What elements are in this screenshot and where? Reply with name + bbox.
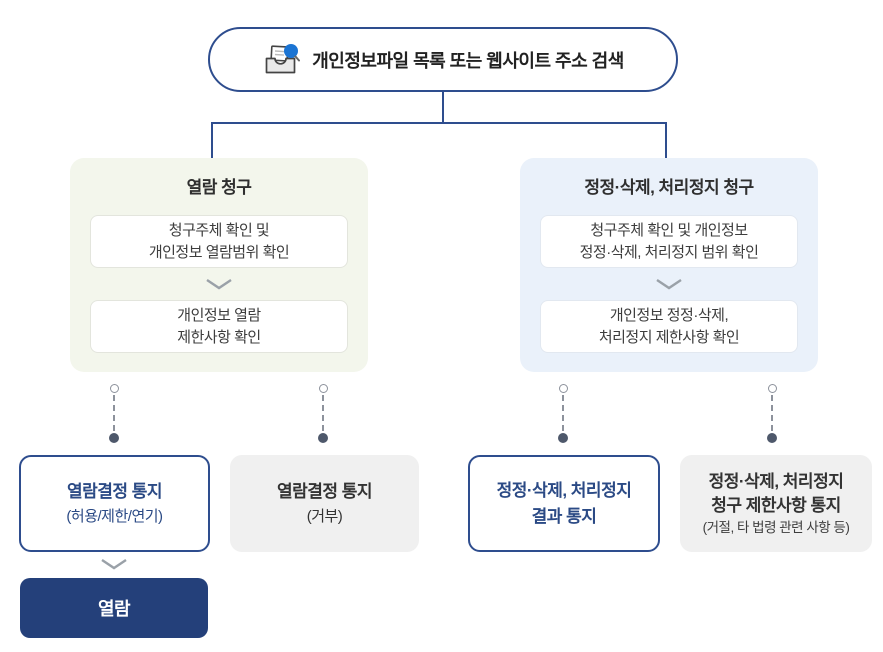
step-line: 개인정보 정정·삭제, [609, 306, 729, 324]
outcome-view-decision-denied: 열람결정 통지 (거부) [230, 455, 419, 552]
panel-title: 열람 청구 [186, 178, 252, 197]
search-node: 개인정보파일 목록 또는 웹사이트 주소 검색 [208, 27, 678, 92]
step-line: 처리정지 제한사항 확인 [598, 328, 740, 346]
chevron-down-icon [101, 559, 127, 570]
step-box: 청구주체 확인 및 개인정보 열람범위 확인 [90, 215, 348, 268]
dashed-connector [764, 384, 780, 444]
document-search-icon [265, 43, 301, 73]
step-box: 개인정보 열람 제한사항 확인 [90, 300, 348, 353]
outcome-note: (허용/제한/연기) [66, 507, 163, 525]
connector-left-vertical [211, 122, 213, 160]
outcome-title: 정정·삭제, 처리정지 [496, 480, 632, 500]
step-line: 개인정보 열람범위 확인 [148, 243, 290, 261]
dashed-line [771, 395, 773, 431]
outcome-view-decision-allowed: 열람결정 통지 (허용/제한/연기) [19, 455, 210, 552]
outcome-title: 청구 제한사항 통지 [711, 496, 841, 516]
step-line: 정정·삭제, 처리정지 범위 확인 [579, 243, 759, 261]
step-line: 청구주체 확인 및 개인정보 [590, 221, 748, 239]
open-dot [767, 384, 777, 393]
outcome-note: (거부) [306, 507, 343, 525]
open-dot [558, 384, 568, 393]
dashed-connector [555, 384, 571, 444]
panel-correction-request: 정정·삭제, 처리정지 청구 청구주체 확인 및 개인정보 정정·삭제, 처리정… [520, 158, 818, 372]
panel-view-request: 열람 청구 청구주체 확인 및 개인정보 열람범위 확인 개인정보 열람 제한사… [70, 158, 368, 372]
panel-title: 정정·삭제, 처리정지 청구 [584, 178, 754, 197]
dashed-connector [315, 384, 331, 444]
filled-dot [558, 433, 568, 443]
outcome-note: (거절, 타 법령 관련 사항 등) [702, 519, 850, 535]
outcome-correction-result: 정정·삭제, 처리정지 결과 통지 [468, 455, 660, 552]
dashed-line [322, 395, 324, 431]
open-dot [318, 384, 328, 393]
step-box: 청구주체 확인 및 개인정보 정정·삭제, 처리정지 범위 확인 [540, 215, 798, 268]
outcome-title: 결과 통지 [531, 507, 597, 526]
step-line: 청구주체 확인 및 [168, 221, 270, 239]
step-line: 제한사항 확인 [177, 328, 261, 346]
search-node-label: 개인정보파일 목록 또는 웹사이트 주소 검색 [312, 50, 624, 71]
step-line: 개인정보 열람 [177, 306, 261, 324]
open-dot [109, 384, 119, 393]
filled-dot [767, 433, 777, 443]
outcome-title: 열람결정 통지 [276, 482, 373, 502]
dashed-connector [106, 384, 122, 444]
filled-dot [318, 433, 328, 443]
outcome-correction-restriction: 정정·삭제, 처리정지 청구 제한사항 통지 (거절, 타 법령 관련 사항 등… [680, 455, 872, 552]
outcome-title: 정정·삭제, 처리정지 [708, 472, 844, 492]
connector-center-vertical [442, 91, 444, 124]
chevron-down-icon [206, 279, 232, 290]
final-view-node: 열람 [20, 578, 208, 638]
filled-dot [109, 433, 119, 443]
chevron-down-icon [656, 279, 682, 290]
step-box: 개인정보 정정·삭제, 처리정지 제한사항 확인 [540, 300, 798, 353]
outcome-title: 열람결정 통지 [66, 482, 163, 502]
connector-right-vertical [665, 122, 667, 160]
dashed-line [562, 395, 564, 431]
connector-horizontal [211, 122, 667, 124]
dashed-line [113, 395, 115, 431]
